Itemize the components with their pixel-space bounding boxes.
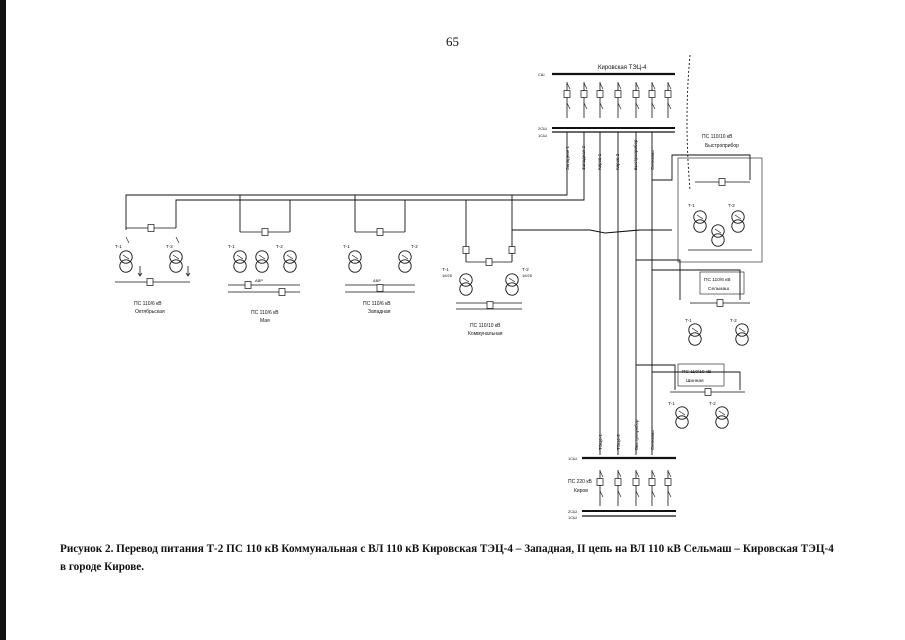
kirov-name-2: Киров: [574, 488, 588, 494]
kommunalnaya-name-1: ПС 110/10 кВ: [470, 323, 501, 329]
zapadnaya-t2: Т-2: [411, 244, 418, 249]
shinnaya-t2: Т-2: [709, 401, 716, 406]
substation-bystropribor: ПС 110/10 кВ Быстроприбор Т-1 Т-2: [677, 134, 763, 263]
maya-t2: Т-2: [276, 244, 283, 249]
oktyabrskaya-name-2: Октябрьская: [135, 309, 165, 315]
tec4-bus-b-label: 1СШ: [538, 133, 547, 138]
transmission-lines: [125, 54, 751, 455]
maya-name-2: Мая: [260, 318, 270, 324]
zapadnaya-name-1: ПС 110/6 кВ: [363, 301, 391, 307]
kommunalnaya-t1-rating: 16/25: [442, 273, 453, 278]
substation-maya: Т-1 Т-2 АВР ПС 110/6 кВ Мая: [228, 228, 300, 324]
selmash-t2: Т-2: [730, 318, 737, 323]
kirov-feeder-tec4-1: ТЭЦ4-1: [598, 434, 603, 450]
kirov-feeder-selmash: Сельмаш: [650, 430, 655, 450]
kirov-name-1: ПС 220 кВ: [568, 479, 593, 485]
bystropribor-name-1: ПС 110/10 кВ: [702, 134, 733, 140]
tec4-station: Кировская ТЭЦ-4 СШ 2СШ 1СШ Западная 1 За…: [538, 65, 675, 170]
shinnaya-t1: Т-1: [668, 401, 675, 406]
bystropribor-t2: Т-2: [728, 203, 735, 208]
selmash-name-2: Сельмаш: [708, 286, 729, 292]
kirov-feeder-labels: ТЭЦ4-1 ТЭЦ4-2 Быстроприбор Сельмаш: [598, 419, 655, 450]
maya-avr: АВР: [255, 278, 263, 283]
zapadnaya-name-2: Западная: [368, 309, 391, 315]
kommunalnaya-t2: Т-2: [522, 267, 529, 272]
feeder-label-zapadnaya-2: Западная 2: [581, 146, 586, 170]
kirov-bus-top-label: 1СШ: [568, 456, 577, 461]
selmash-name-1: ПС 110/6 кВ: [704, 277, 731, 283]
shinnaya-name-1: ПС 110/10 кВ: [682, 369, 711, 375]
feeder-label-kirov-1: Киров 1: [597, 153, 602, 170]
shinnaya-name-2: Шинная: [686, 378, 704, 384]
tec4-bus-top-label: СШ: [538, 72, 545, 77]
kommunalnaya-t2-rating: 16/25: [522, 273, 533, 278]
page-number: 65: [446, 34, 459, 49]
oktyabrskaya-name-1: ПС 110/6 кВ: [134, 301, 162, 307]
bystropribor-t1: Т-1: [688, 203, 695, 208]
feeder-label-zapadnaya-1: Западная 1: [565, 146, 570, 170]
substation-oktyabrskaya: Т-1 Т-2 ПС 110/6 кВ Октябрьская: [115, 224, 191, 315]
substation-kommunalnaya: Т-1 16/25 Т-2 16/25 ПС 110/10 кВ Коммуна…: [442, 246, 533, 337]
tec4-bus-a-label: 2СШ: [538, 126, 547, 131]
substation-kirov-220: ТЭЦ4-1 ТЭЦ4-2 Быстроприбор Сельмаш 1СШ 2…: [568, 419, 676, 520]
kirov-feeder-tec4-2: ТЭЦ4-2: [616, 434, 621, 450]
kommunalnaya-t1: Т-1: [442, 267, 449, 272]
feeder-label-selmash: Сельмаш: [650, 150, 655, 170]
page-edge: [0, 0, 6, 640]
kirov-bus-b2-label: 1СШ: [568, 515, 577, 520]
zapadnaya-t1: Т-1: [343, 244, 350, 249]
feeder-label-bystropribor: Быстроприбор: [633, 139, 638, 170]
tec4-feeder-labels: Западная 1 Западная 2 Киров 1 Киров 2 Бы…: [565, 139, 655, 170]
tec4-title: Кировская ТЭЦ-4: [598, 65, 647, 71]
maya-t1: Т-1: [228, 244, 235, 249]
figure-caption: Рисунок 2. Перевод питания Т-2 ПС 110 кВ…: [60, 543, 834, 573]
substation-zapadnaya: Т-1 Т-2 АВР ПС 110/6 кВ Западная: [343, 228, 418, 315]
kirov-feeder-bystropribor: Быстроприбор: [634, 419, 639, 450]
oktyabrskaya-t2: Т-2: [166, 244, 173, 249]
kirov-bus-b1-label: 2СШ: [568, 509, 577, 514]
substation-shinnaya: ПС 110/10 кВ Шинная Т-1 Т-2: [668, 363, 745, 429]
maya-name-1: ПС 110/6 кВ: [251, 310, 279, 316]
substation-selmash: ПС 110/6 кВ Сельмаш Т-1 Т-2: [685, 271, 750, 346]
zapadnaya-avr: АВР: [373, 278, 381, 283]
oktyabrskaya-t1: Т-1: [115, 244, 122, 249]
tec4-bays: [564, 82, 671, 118]
bystropribor-name-2: Быстроприбор: [705, 143, 739, 149]
kommunalnaya-name-2: Коммунальная: [468, 331, 503, 337]
selmash-t1: Т-1: [685, 318, 692, 323]
feeder-label-kirov-2: Киров 2: [615, 153, 620, 170]
